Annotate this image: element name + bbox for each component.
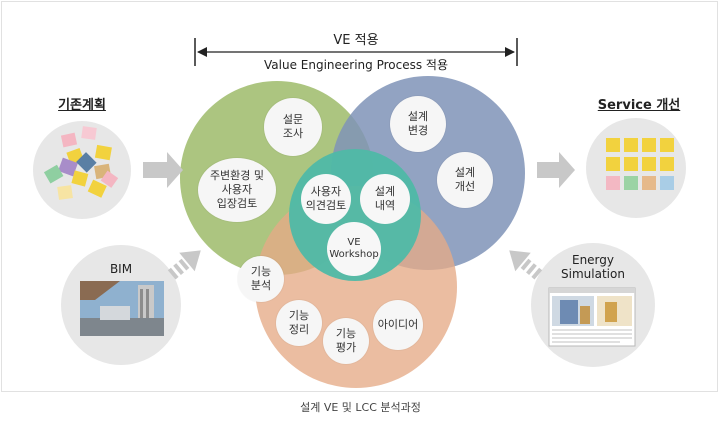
- process-label: Value Engineering Process 적용: [264, 58, 448, 72]
- design-change-node: 설계 변경: [390, 96, 446, 152]
- user-review-node: 사용자 의견검토: [301, 174, 351, 224]
- service-improve-label: Service 개선: [597, 98, 681, 113]
- design-improve-node: 설계 개선: [437, 152, 493, 208]
- existing-plan-disc: [33, 121, 131, 219]
- bim-label: BIM: [109, 262, 133, 276]
- idea-node: 아이디어: [373, 300, 423, 350]
- bim-striped-arrow: [167, 250, 201, 280]
- survey-node: 설문 조사: [264, 98, 322, 156]
- function-analysis-node: 기능 분석: [238, 256, 284, 302]
- environment-review-node: 주변환경 및 사용자 입장검토: [198, 158, 276, 222]
- design-content-node: 설계 내역: [360, 174, 410, 224]
- energy-simulation-image: [548, 287, 636, 347]
- ve-scope-bracket: [194, 38, 518, 66]
- function-evaluate-node: 기능 평가: [323, 318, 369, 364]
- existing-plan-label: 기존계획: [58, 98, 106, 113]
- arrow-right-left: [143, 152, 183, 188]
- arrow-right-right: [537, 152, 575, 188]
- sticky-notes-grid: [606, 138, 674, 190]
- figure-caption: 설계 VE 및 LCC 분석과정: [300, 401, 421, 414]
- energy-striped-arrow: [509, 250, 543, 280]
- ve-workshop-node: VE Workshop: [327, 222, 381, 276]
- bim-image: [80, 281, 164, 336]
- energy-simulation-label: Energy Simulation: [561, 253, 625, 282]
- sticky-notes-scattered: [43, 126, 119, 200]
- function-organize-node: 기능 정리: [276, 300, 322, 346]
- ve-scope-label: VE 적용: [333, 33, 379, 48]
